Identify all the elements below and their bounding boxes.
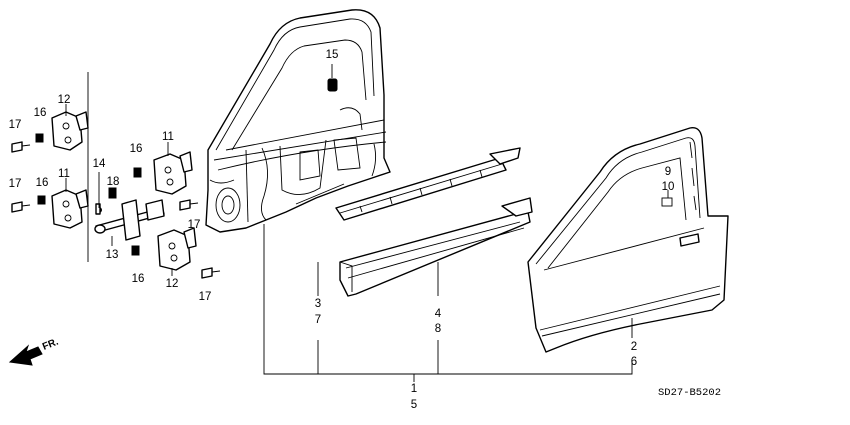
- callouts: 1 5 2 6 3 7 4 8 9 10 11 11 12 12 13 14 1…: [9, 49, 675, 411]
- callout-7: 7: [315, 314, 321, 326]
- door-outer-skin: [527, 127, 729, 353]
- hinge-12-lower-right: [157, 227, 197, 271]
- callout-17-upper-left: 17: [9, 119, 22, 131]
- callout-16-upper-right: 16: [130, 143, 143, 155]
- callout-8: 8: [435, 323, 441, 335]
- callout-13: 13: [106, 249, 119, 261]
- callout-16-lower: 16: [132, 273, 145, 285]
- callout-1: 1: [411, 383, 417, 395]
- callout-16-left: 16: [36, 177, 49, 189]
- callout-12-lower-right: 12: [166, 278, 179, 290]
- callout-17-mid: 17: [188, 219, 201, 231]
- diagram-code: SD27-B5202: [658, 387, 721, 399]
- callout-3: 3: [315, 298, 321, 310]
- sill-molding: [339, 197, 533, 297]
- door-checker-13: [94, 199, 165, 241]
- callout-11-upper-right: 11: [162, 131, 174, 143]
- front-direction-arrow: FR.: [8, 336, 60, 366]
- callout-6: 6: [631, 356, 637, 368]
- hinge-11-lower-left: [51, 189, 89, 229]
- callout-9: 9: [665, 166, 671, 178]
- hinge-12-upper: [51, 111, 89, 151]
- callout-4: 4: [435, 308, 442, 320]
- callout-12-upper-left: 12: [58, 94, 71, 106]
- callout-18: 18: [107, 176, 120, 188]
- callout-10: 10: [662, 181, 675, 193]
- callout-17-lower: 17: [199, 291, 212, 303]
- hinge-11-upper-right: [153, 151, 193, 195]
- door-inner-panel: [205, 9, 391, 233]
- callout-14: 14: [93, 158, 106, 170]
- callout-5: 5: [411, 399, 417, 411]
- callout-15: 15: [326, 49, 339, 61]
- grommet-15: [327, 64, 338, 92]
- inner-molding: [335, 147, 521, 221]
- callout-2: 2: [631, 341, 637, 353]
- callout-17-left: 17: [9, 178, 22, 190]
- direction-label: FR.: [41, 336, 60, 352]
- callout-11-left: 11: [58, 168, 70, 180]
- leader-lines: [65, 104, 669, 382]
- callout-16-upper-left: 16: [34, 107, 47, 119]
